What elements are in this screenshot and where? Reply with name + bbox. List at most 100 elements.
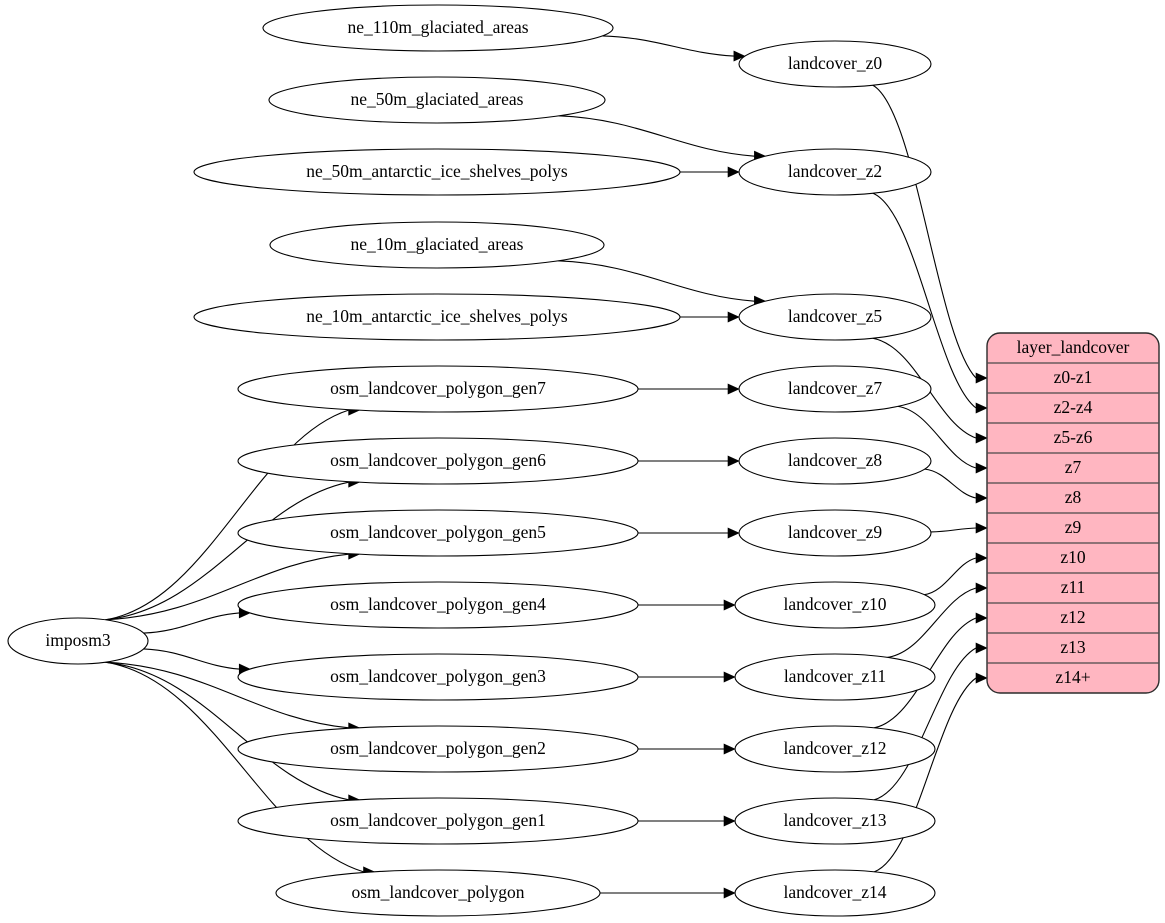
table-row-label: z5-z6	[1054, 427, 1093, 447]
node-landcover_z11[interactable]: landcover_z11	[734, 653, 936, 701]
edge-ne_50m_glaciated_areas-to-landcover_z2	[558, 115, 755, 157]
edge-landcover_z14-to-z14+	[874, 677, 977, 873]
node-ne_50m_antarctic_ice_shelves_polys[interactable]: ne_50m_antarctic_ice_shelves_polys	[193, 148, 681, 196]
node-shape	[734, 581, 936, 629]
node-shape	[734, 653, 936, 701]
node-shape	[237, 365, 639, 413]
node-ne_50m_glaciated_areas[interactable]: ne_50m_glaciated_areas	[268, 76, 606, 124]
node-layer: imposm3 ne_110m_glaciated_areas ne_50m_gla…	[7, 4, 936, 917]
node-osm_landcover_polygon_gen3[interactable]: osm_landcover_polygon_gen3	[237, 653, 639, 701]
node-landcover_z0[interactable]: landcover_z0	[738, 40, 932, 88]
edge-arrowhead	[733, 50, 746, 62]
edge-arrowhead	[975, 372, 988, 384]
node-label: osm_landcover_polygon_gen6	[330, 450, 546, 470]
node-shape	[268, 76, 606, 124]
table-header-label: layer_landcover	[1017, 337, 1130, 357]
node-shape	[237, 797, 639, 845]
node-label: ne_10m_glaciated_areas	[351, 234, 524, 254]
node-landcover_z12[interactable]: landcover_z12	[734, 725, 936, 773]
node-shape	[275, 869, 601, 917]
node-osm_landcover_polygon[interactable]: osm_landcover_polygon	[275, 869, 601, 917]
node-shape	[738, 509, 932, 557]
edge-landcover_z11-to-z11	[887, 587, 977, 658]
node-ne_10m_glaciated_areas[interactable]: ne_10m_glaciated_areas	[269, 221, 605, 269]
edge-imposm3-to-osm_landcover_polygon	[105, 661, 364, 873]
node-shape	[738, 148, 932, 196]
edge-arrowhead	[975, 432, 988, 444]
edge-arrowhead	[975, 522, 988, 534]
edge-ne_10m_glaciated_areas-to-landcover_z5	[558, 260, 755, 302]
node-osm_landcover_polygon_gen7[interactable]: osm_landcover_polygon_gen7	[237, 365, 639, 413]
node-osm_landcover_polygon_gen1[interactable]: osm_landcover_polygon_gen1	[237, 797, 639, 845]
node-landcover_z14[interactable]: landcover_z14	[734, 869, 936, 917]
node-landcover_z9[interactable]: landcover_z9	[738, 509, 932, 557]
node-shape	[7, 617, 149, 665]
node-shape	[734, 797, 936, 845]
node-landcover_z2[interactable]: landcover_z2	[738, 148, 932, 196]
edge-arrowhead	[727, 311, 740, 323]
edge-arrowhead	[723, 743, 736, 755]
node-ne_110m_glaciated_areas[interactable]: ne_110m_glaciated_areas	[262, 4, 614, 52]
edge-arrowhead	[975, 492, 988, 504]
edge-imposm3-to-osm_landcover_polygon_gen4	[143, 612, 240, 634]
node-label: landcover_z0	[788, 53, 883, 73]
node-label: landcover_z11	[784, 666, 886, 686]
node-osm_landcover_polygon_gen4[interactable]: osm_landcover_polygon_gen4	[237, 581, 639, 629]
node-landcover_z13[interactable]: landcover_z13	[734, 797, 936, 845]
node-osm_landcover_polygon_gen2[interactable]: osm_landcover_polygon_gen2	[237, 725, 639, 773]
table-row-label: z7	[1065, 457, 1082, 477]
node-shape	[237, 725, 639, 773]
node-label: ne_50m_glaciated_areas	[351, 89, 524, 109]
node-osm_landcover_polygon_gen5[interactable]: osm_landcover_polygon_gen5	[237, 509, 639, 557]
node-shape	[237, 653, 639, 701]
node-label: ne_50m_antarctic_ice_shelves_polys	[306, 161, 568, 181]
edge-arrowhead	[975, 642, 988, 654]
layer-landcover-table[interactable]: layer_landcoverz0-z1z2-z4z5-z6z7z8z9z10z…	[986, 332, 1160, 694]
edge-arrowhead	[723, 671, 736, 683]
edge-landcover_z7-to-z7	[897, 405, 977, 469]
node-shape	[738, 293, 932, 341]
node-shape	[738, 40, 932, 88]
edge-arrowhead	[723, 887, 736, 899]
node-shape	[193, 148, 681, 196]
node-imposm3[interactable]: imposm3	[7, 617, 149, 665]
table-row-label: z13	[1060, 637, 1086, 657]
node-label: osm_landcover_polygon_gen7	[330, 378, 546, 398]
node-landcover_z8[interactable]: landcover_z8	[738, 437, 932, 485]
node-shape	[237, 509, 639, 557]
node-label: osm_landcover_polygon_gen1	[330, 810, 546, 830]
node-landcover_z10[interactable]: landcover_z10	[734, 581, 936, 629]
node-shape	[193, 293, 681, 341]
table-row-label: z0-z1	[1054, 367, 1093, 387]
node-landcover_z5[interactable]: landcover_z5	[738, 293, 932, 341]
node-label: ne_10m_antarctic_ice_shelves_polys	[306, 306, 568, 326]
node-shape	[237, 581, 639, 629]
edge-arrowhead	[975, 402, 988, 414]
node-label: osm_landcover_polygon	[351, 882, 524, 902]
edge-landcover_z2-to-z2-z4	[872, 192, 977, 409]
edge-arrowhead	[975, 672, 988, 684]
table-row-label: z14+	[1055, 667, 1090, 687]
node-label: landcover_z2	[788, 161, 882, 181]
node-landcover_z7[interactable]: landcover_z7	[738, 365, 932, 413]
edge-arrowhead	[975, 462, 988, 474]
node-label: osm_landcover_polygon_gen5	[330, 522, 546, 542]
node-label: ne_110m_glaciated_areas	[347, 17, 528, 37]
table-row-label: z8	[1065, 487, 1082, 507]
node-label: landcover_z8	[788, 450, 883, 470]
edge-arrowhead	[727, 166, 740, 178]
table-row-label: z11	[1061, 577, 1086, 597]
edge-ne_110m_glaciated_areas-to-landcover_z0	[602, 35, 734, 57]
node-label: osm_landcover_polygon_gen4	[330, 594, 546, 614]
edge-landcover_z10-to-z10	[924, 557, 977, 596]
node-shape	[734, 869, 936, 917]
node-label: osm_landcover_polygon_gen3	[330, 666, 546, 686]
edge-imposm3-to-osm_landcover_polygon_gen6	[105, 481, 349, 621]
edge-arrowhead	[723, 815, 736, 827]
edge-imposm3-to-osm_landcover_polygon_gen2	[105, 661, 349, 729]
edge-landcover_z8-to-z8	[924, 468, 977, 499]
node-osm_landcover_polygon_gen6[interactable]: osm_landcover_polygon_gen6	[237, 437, 639, 485]
edge-arrowhead	[975, 612, 988, 624]
node-ne_10m_antarctic_ice_shelves_polys[interactable]: ne_10m_antarctic_ice_shelves_polys	[193, 293, 681, 341]
